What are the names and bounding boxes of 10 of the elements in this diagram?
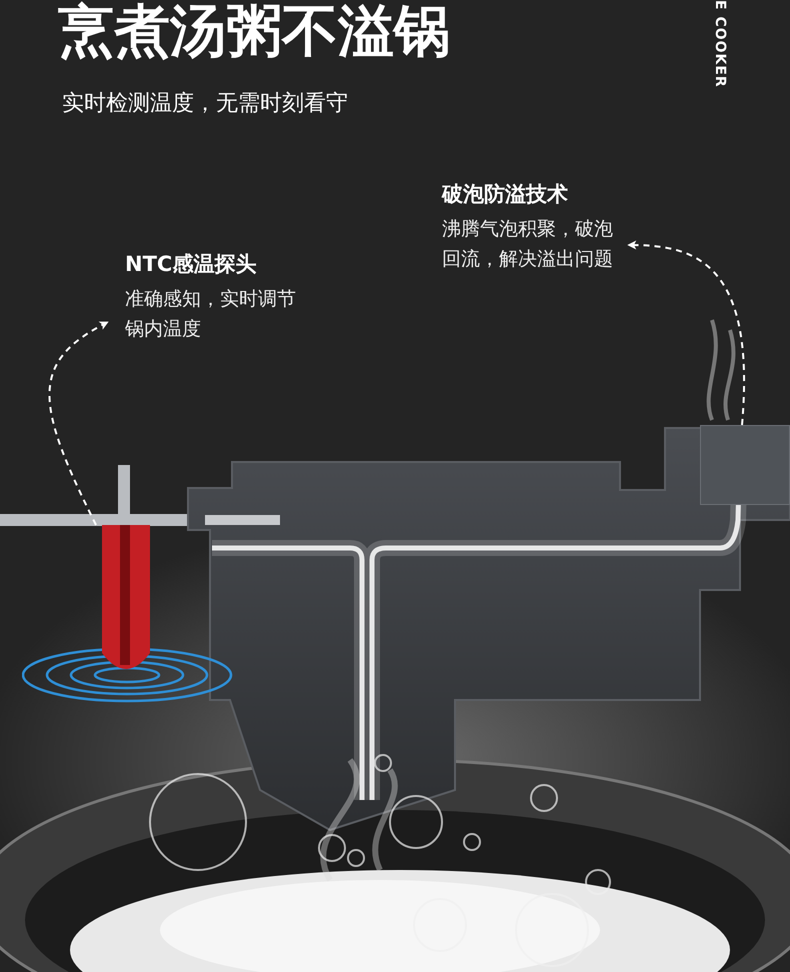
dashed-arrow	[627, 240, 746, 426]
dashed-arrow	[48, 321, 109, 526]
callout-heading: NTC感温探头	[125, 251, 258, 278]
vent-block	[700, 425, 790, 505]
callout-heading: 破泡防溢技术	[442, 181, 569, 208]
callout-body: 沸腾气泡积聚，破泡回流，解决溢出问题	[442, 217, 614, 272]
callout-body: 准确感知，实时调节锅内温度	[125, 287, 297, 342]
subtitle: 实时检测温度，无需时刻看守	[62, 90, 348, 118]
title: 烹煮汤粥不溢锅	[58, 0, 450, 64]
vertical-caption: E COOKER	[712, 0, 728, 88]
